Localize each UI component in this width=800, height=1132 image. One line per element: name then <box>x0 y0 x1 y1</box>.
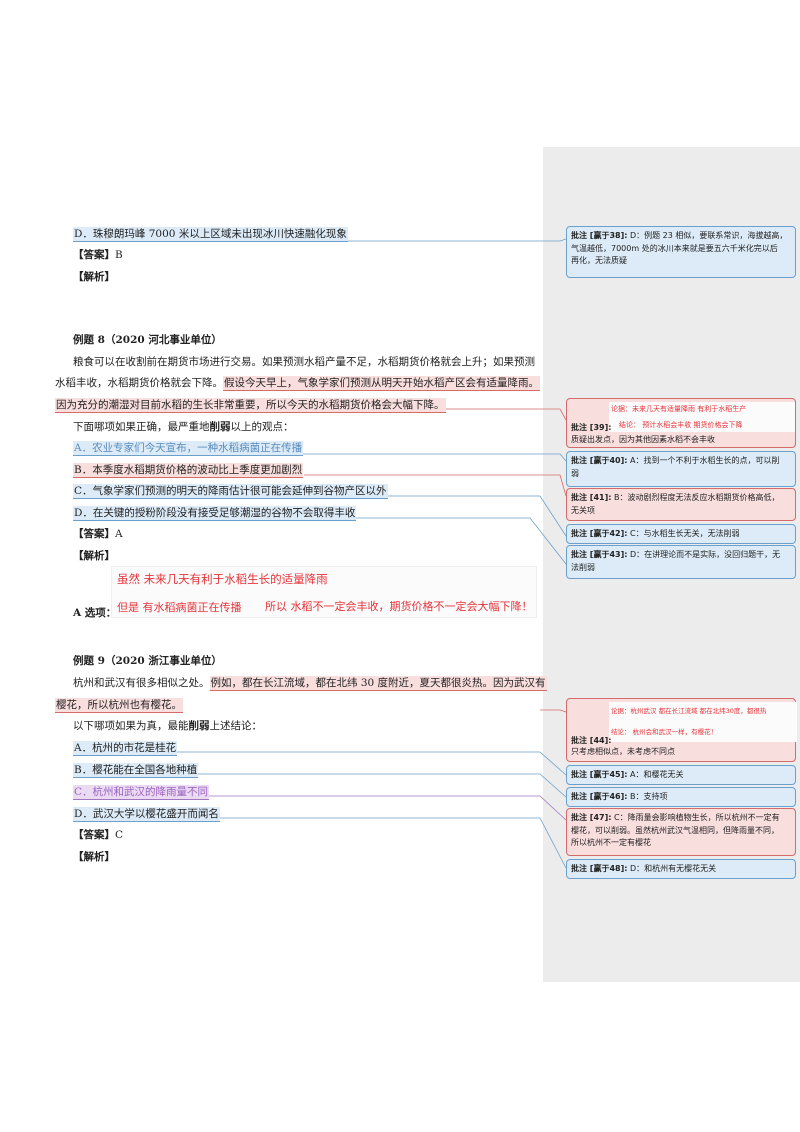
q8-option-d: D．在关键的授粉阶段没有接受足够潮湿的谷物不会取得丰收 <box>73 506 357 521</box>
comment-45[interactable]: 批注 [赢于45]: A：和樱花无关 <box>566 765 796 785</box>
comment-46[interactable]: 批注 [赢于46]: B：支持项 <box>566 787 796 807</box>
comment-44-image: 论据：杭州武汉 都在长江流域 都在北纬30度，都很热 结论： 杭州会和武汉一样，… <box>609 702 797 742</box>
q8-option-a: A．农业专家们今天宣布，一种水稻病菌正在传播 <box>73 441 304 456</box>
q8-analysis-label: 【解析】 <box>73 550 115 562</box>
q8-answer: 【答案】A <box>73 528 123 540</box>
comment-47[interactable]: 批注 [47]: C：降雨量会影响植物生长，所以杭州不一定有 樱花，可以削弱。虽… <box>566 808 796 856</box>
comment-43[interactable]: 批注 [赢于43]: D：在讲理论而不是实际，没回归题干，无 法削弱 <box>566 545 796 579</box>
q8-option-b: B．本季度水稻期货价格的波动比上季度更加剧烈 <box>73 463 304 478</box>
comment-39[interactable]: 论据：未来几天有适量降雨 有利于水稻生产 结论： 预计水稻会丰收 期货价格会下降… <box>566 398 796 448</box>
comment-39-image: 论据：未来几天有适量降雨 有利于水稻生产 结论： 预计水稻会丰收 期货价格会下降 <box>609 402 795 432</box>
comment-40[interactable]: 批注 [赢于40]: A：找到一个不利于水稻生长的点，可以削 弱 <box>566 451 796 487</box>
q9-paragraph-line1: 杭州和武汉有很多相似之处。例如，都在长江流域，都在北纬 30 度附近，夏天都很炎… <box>73 676 547 691</box>
q9-option-c: C．杭州和武汉的降雨量不同 <box>73 785 210 800</box>
q7-analysis-label: 【解析】 <box>73 271 115 283</box>
q9-paragraph-line2: 樱花，所以杭州也有樱花。 <box>55 698 183 713</box>
q7-answer: 【答案】B <box>73 249 123 261</box>
q8-heading: 例题 8（2020 河北事业单位） <box>73 334 222 346</box>
q8-analysis-image: 虽然 未来几天有利于水稻生长的适量降雨 但是 有水稻病菌正在传播 所以 水稻不一… <box>111 566 537 618</box>
q8-option-a-caption: A 选项： <box>73 607 117 619</box>
q7-option-d: D．珠穆朗玛峰 7000 米以上区域未出现冰川快速融化现象 <box>73 227 348 242</box>
q9-question: 以下哪项如果为真，最能削弱上述结论： <box>73 720 262 732</box>
q8-paragraph-line2: 水稻丰收，水稻期货价格就会下降。假设今天早上，气象学家们预测从明天开始水稻产区会… <box>55 376 540 391</box>
q9-heading: 例题 9（2020 浙江事业单位） <box>73 655 222 667</box>
q8-option-c: C．气象学家们预测的明天的降雨估计很可能会延伸到谷物产区以外 <box>73 484 388 499</box>
q8-paragraph-line3: 因为充分的潮湿对目前水稻的生长非常重要，所以今天的水稻期货价格会大幅下降。 <box>55 398 446 413</box>
q9-answer: 【答案】C <box>73 829 124 841</box>
q8-question: 下面哪项如果正确，最严重地削弱以上的观点： <box>73 421 294 433</box>
comment-48[interactable]: 批注 [赢于48]: D：和杭州有无樱花无关 <box>566 859 796 879</box>
q9-option-a: A．杭州的市花是桂花 <box>73 741 178 756</box>
q9-option-b: B．樱花能在全国各地种植 <box>73 763 199 778</box>
comment-42[interactable]: 批注 [赢于42]: C：与水稻生长无关，无法削弱 <box>566 524 796 544</box>
q8-paragraph-line1: 粮食可以在收割前在期货市场进行交易。如果预测水稻产量不足，水稻期货价格就会上升；… <box>73 356 535 368</box>
comment-41[interactable]: 批注 [41]: B：波动剧烈程度无法反应水稻期货价格高低， 无关项 <box>566 488 796 521</box>
q9-analysis-label: 【解析】 <box>73 851 115 863</box>
q9-option-d: D．武汉大学以樱花盛开而闻名 <box>73 807 220 822</box>
comment-38[interactable]: 批注 [赢于38]: D：例题 23 相似，要联系常识，海拔越高， 气温越低，7… <box>566 226 796 278</box>
comment-44[interactable]: 论据：杭州武汉 都在长江流域 都在北纬30度，都很热 结论： 杭州会和武汉一样，… <box>566 698 797 762</box>
